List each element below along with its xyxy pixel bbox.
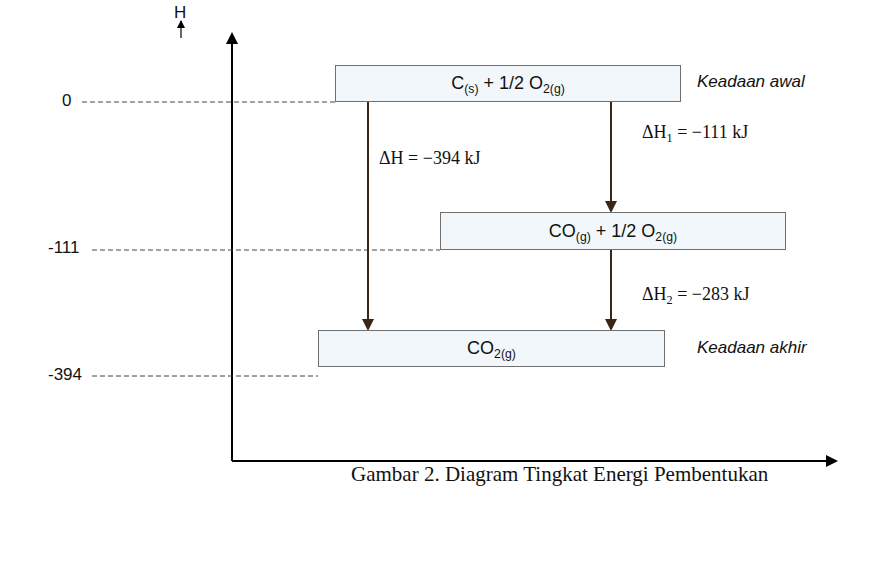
level-guide xyxy=(82,102,335,103)
formula-text: CO2(g) xyxy=(467,338,516,359)
initial-state-box: C(s) + 1/2 O2(g) xyxy=(335,65,681,102)
x-axis xyxy=(232,460,836,462)
figure-caption: Gambar 2. Diagram Tingkat Energi Pembent… xyxy=(351,462,768,487)
subscript: (g) xyxy=(662,229,677,243)
subscript: 2 xyxy=(667,293,673,307)
axis-label: H xyxy=(174,3,186,23)
formula-text: C(s) + 1/2 O2(g) xyxy=(451,73,565,94)
tick-label: 0 xyxy=(62,91,71,111)
level-guide xyxy=(92,376,318,377)
state-label: Keadaan akhir xyxy=(697,338,807,358)
formula-text: CO(g) + 1/2 O2(g) xyxy=(549,221,677,242)
enthalpy-label: ΔH1 = −111 kJ xyxy=(640,122,750,143)
enthalpy-label: ΔH = −394 kJ xyxy=(377,148,482,169)
subscript: 2 xyxy=(655,229,662,243)
intermediate-state-box: CO(g) + 1/2 O2(g) xyxy=(440,212,786,250)
tick-label: -394 xyxy=(48,365,82,385)
subscript: 2 xyxy=(543,82,550,96)
subscript: 1 xyxy=(667,131,673,145)
subscript: (g) xyxy=(501,347,516,361)
state-label: Keadaan awal xyxy=(697,72,805,92)
enthalpy-arrow xyxy=(610,250,612,329)
y-axis xyxy=(231,34,233,461)
enthalpy-label: ΔH2 = −283 kJ xyxy=(640,284,752,305)
subscript: (g) xyxy=(576,229,591,243)
subscript: (g) xyxy=(550,82,565,96)
level-guide xyxy=(92,250,440,251)
subscript: (s) xyxy=(464,82,478,96)
final-state-box: CO2(g) xyxy=(318,330,665,367)
enthalpy-arrow xyxy=(610,102,612,211)
h-arrow xyxy=(180,21,181,38)
tick-label: -111 xyxy=(48,238,80,258)
enthalpy-arrow xyxy=(367,102,369,329)
subscript: 2 xyxy=(494,347,501,361)
